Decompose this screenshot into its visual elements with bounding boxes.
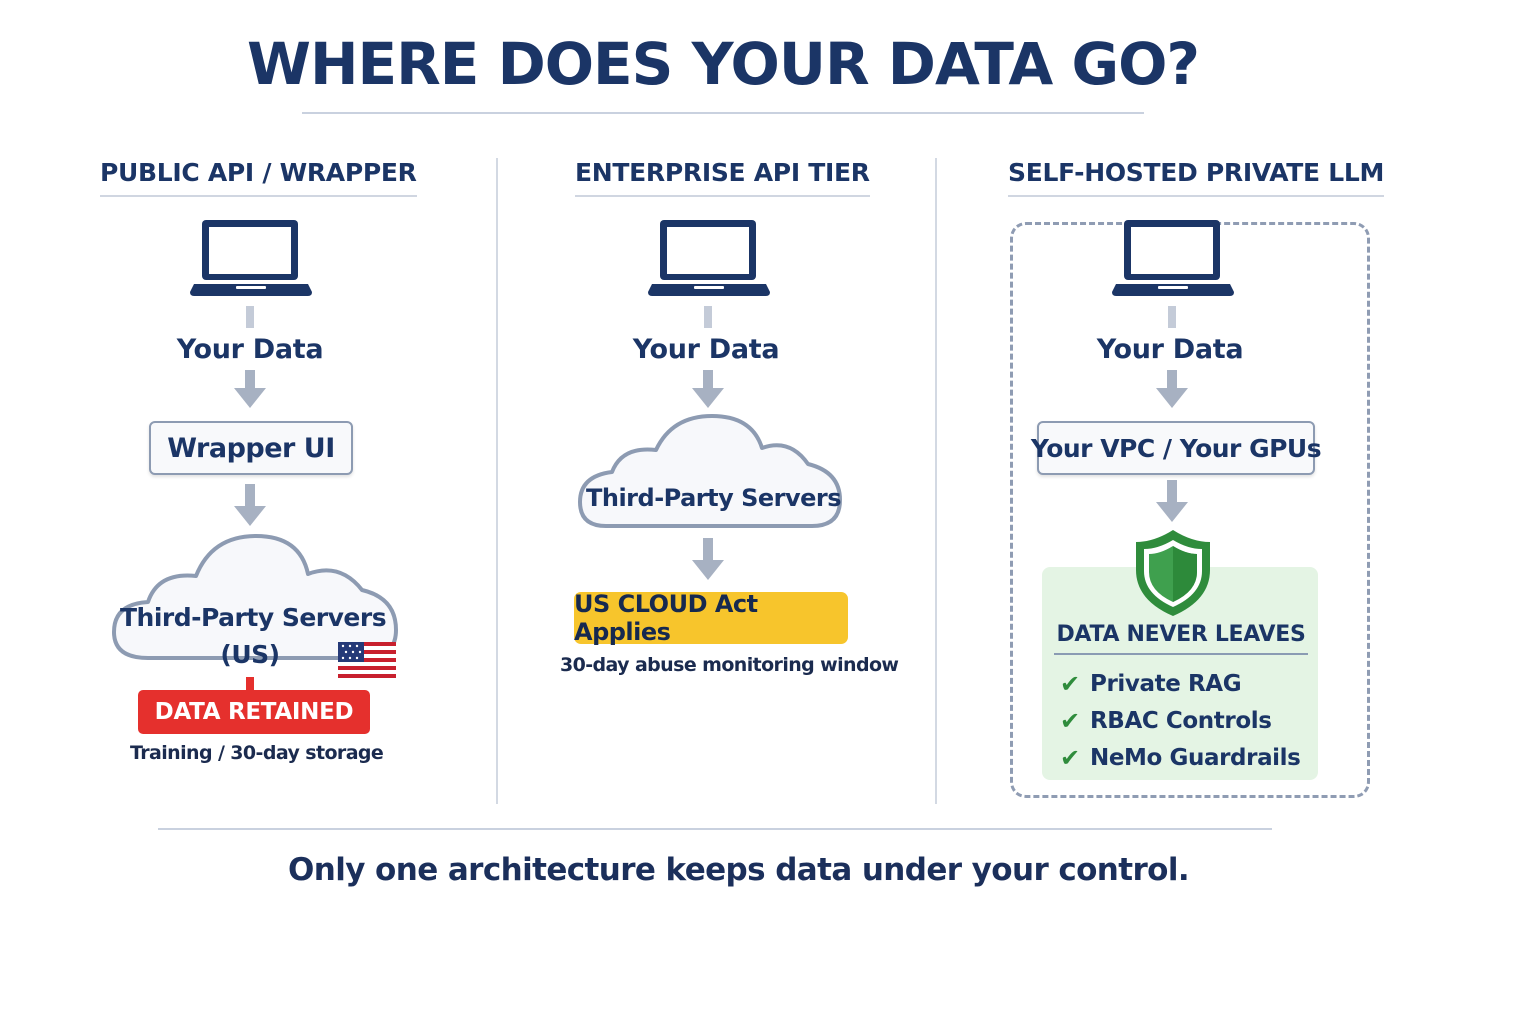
connector-line xyxy=(1168,306,1176,328)
title-divider xyxy=(302,112,1144,114)
panel-title: DATA NEVER LEAVES xyxy=(1054,622,1308,655)
checklist-item: ✔ RBAC Controls xyxy=(1060,707,1272,735)
monitoring-note: 30-day abuse monitoring window xyxy=(560,654,899,676)
checklist-label: Private RAG xyxy=(1090,671,1242,697)
checklist-item: ✔ Private RAG xyxy=(1060,670,1242,698)
checkmark-icon: ✔ xyxy=(1060,670,1080,698)
connector-line xyxy=(246,677,254,691)
cloud-icon xyxy=(112,534,398,660)
cloud-servers-label: Third-Party Servers xyxy=(586,484,842,512)
your-data-label: Your Data xyxy=(176,334,324,365)
cloud-icon xyxy=(578,414,842,528)
column-divider xyxy=(496,158,498,804)
retention-note: Training / 30-day storage xyxy=(130,742,384,764)
column-divider xyxy=(935,158,937,804)
self-hosted-heading: SELF-HOSTED PRIVATE LLM xyxy=(1008,158,1384,197)
arrow-down-icon xyxy=(234,370,266,408)
laptop-icon xyxy=(648,220,770,296)
checklist-label: RBAC Controls xyxy=(1090,708,1272,734)
data-retained-badge: DATA RETAINED xyxy=(138,690,370,734)
page-title: WHERE DOES YOUR DATA GO? xyxy=(246,30,1200,98)
wrapper-ui-box: Wrapper UI xyxy=(149,421,353,475)
laptop-icon xyxy=(1112,220,1234,296)
laptop-icon xyxy=(190,220,312,296)
checkmark-icon: ✔ xyxy=(1060,744,1080,772)
footer-divider xyxy=(158,828,1272,830)
us-flag-icon xyxy=(338,642,396,680)
vpc-gpus-box: Your VPC / Your GPUs xyxy=(1031,421,1322,475)
your-data-label: Your Data xyxy=(632,334,780,365)
arrow-down-icon xyxy=(1156,370,1188,408)
checklist-item: ✔ NeMo Guardrails xyxy=(1060,744,1301,772)
connector-line xyxy=(246,306,254,328)
public-api-heading: PUBLIC API / WRAPPER xyxy=(100,158,417,197)
cloud-region-label: (US) xyxy=(220,640,280,669)
arrow-down-icon xyxy=(692,370,724,408)
your-data-label: Your Data xyxy=(1096,334,1244,365)
checkmark-icon: ✔ xyxy=(1060,707,1080,735)
enterprise-api-heading: ENTERPRISE API TIER xyxy=(575,158,870,197)
arrow-down-icon xyxy=(1156,480,1188,522)
connector-line xyxy=(704,306,712,328)
arrow-down-icon xyxy=(234,484,266,526)
shield-icon xyxy=(1136,530,1210,616)
arrow-down-icon xyxy=(692,538,724,580)
tagline: Only one architecture keeps data under y… xyxy=(288,852,1190,888)
cloud-servers-label: Third-Party Servers xyxy=(120,603,387,632)
cloud-act-badge: US CLOUD Act Applies xyxy=(574,590,848,646)
checklist-label: NeMo Guardrails xyxy=(1090,745,1301,771)
